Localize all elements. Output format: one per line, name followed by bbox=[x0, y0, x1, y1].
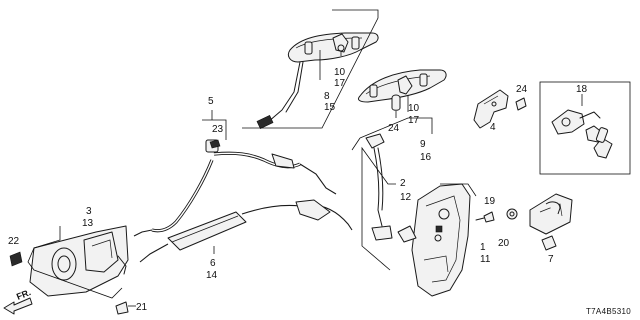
callout-21: 21 bbox=[136, 302, 148, 313]
bracket-2-12 bbox=[361, 146, 396, 271]
lock-rod-2 bbox=[365, 133, 393, 241]
callout-7: 7 bbox=[548, 254, 554, 265]
outer-handle-rear-box bbox=[351, 95, 433, 151]
screw-21 bbox=[115, 301, 136, 315]
callout-9: 9 bbox=[420, 139, 426, 150]
striker-7 bbox=[529, 193, 573, 251]
callout-13: 13 bbox=[82, 218, 94, 229]
callout-24-upper: 24 bbox=[516, 84, 528, 95]
callout-8: 8 bbox=[324, 91, 330, 102]
callout-11: 11 bbox=[480, 254, 491, 265]
bracket-3-13 bbox=[27, 226, 123, 299]
callout-2: 2 bbox=[400, 178, 406, 189]
inner-handle-3 bbox=[29, 225, 129, 297]
callout-17-mid: 17 bbox=[408, 115, 420, 126]
callout-5-leader bbox=[202, 110, 227, 140]
washer-24-mid bbox=[391, 94, 401, 118]
outer-handle-front bbox=[256, 32, 379, 129]
callout-12: 12 bbox=[400, 192, 412, 203]
callout-16: 16 bbox=[420, 152, 432, 163]
screw-19 bbox=[475, 211, 495, 223]
callout-20: 20 bbox=[498, 238, 510, 249]
callout-23: 23 bbox=[212, 124, 224, 135]
screw-10-front bbox=[337, 44, 345, 56]
key-cylinder-set-box bbox=[539, 81, 631, 175]
outer-handle-frame-box bbox=[242, 9, 379, 129]
callout-17-upper: 17 bbox=[334, 78, 346, 89]
outer-handle-rear bbox=[357, 69, 447, 103]
key-cylinder-set-18 bbox=[551, 94, 613, 159]
callout-1: 1 bbox=[480, 242, 486, 253]
clip-23 bbox=[209, 139, 221, 149]
callout-15: 15 bbox=[324, 102, 336, 113]
callout-14: 14 bbox=[206, 270, 218, 281]
callout-22: 22 bbox=[8, 236, 20, 247]
callout-3: 3 bbox=[86, 206, 92, 217]
actuator-4 bbox=[473, 89, 509, 129]
callout-24-mid: 24 bbox=[388, 123, 400, 134]
callout-6: 6 bbox=[210, 258, 216, 269]
callout-19: 19 bbox=[484, 196, 496, 207]
callout-10-mid: 10 bbox=[408, 103, 420, 114]
callout-4: 4 bbox=[490, 122, 496, 133]
screw-20 bbox=[506, 208, 518, 220]
latch-bracket-box bbox=[440, 183, 477, 197]
callout-10-upper: 10 bbox=[334, 67, 346, 78]
bracket-22 bbox=[9, 251, 23, 267]
inner-cable-5 bbox=[133, 139, 337, 237]
callout-5: 5 bbox=[208, 96, 214, 107]
door-latch-assembly-1 bbox=[397, 183, 471, 297]
inner-cable-6 bbox=[139, 199, 353, 263]
callout-labels: 10 17 8 15 10 17 24 9 16 24 4 18 5 23 2 … bbox=[8, 67, 631, 316]
diagram-code: T7A4B5310 bbox=[586, 307, 631, 316]
direction-arrow bbox=[3, 297, 33, 315]
clip-24-upper bbox=[515, 97, 527, 111]
callout-18: 18 bbox=[576, 84, 588, 95]
